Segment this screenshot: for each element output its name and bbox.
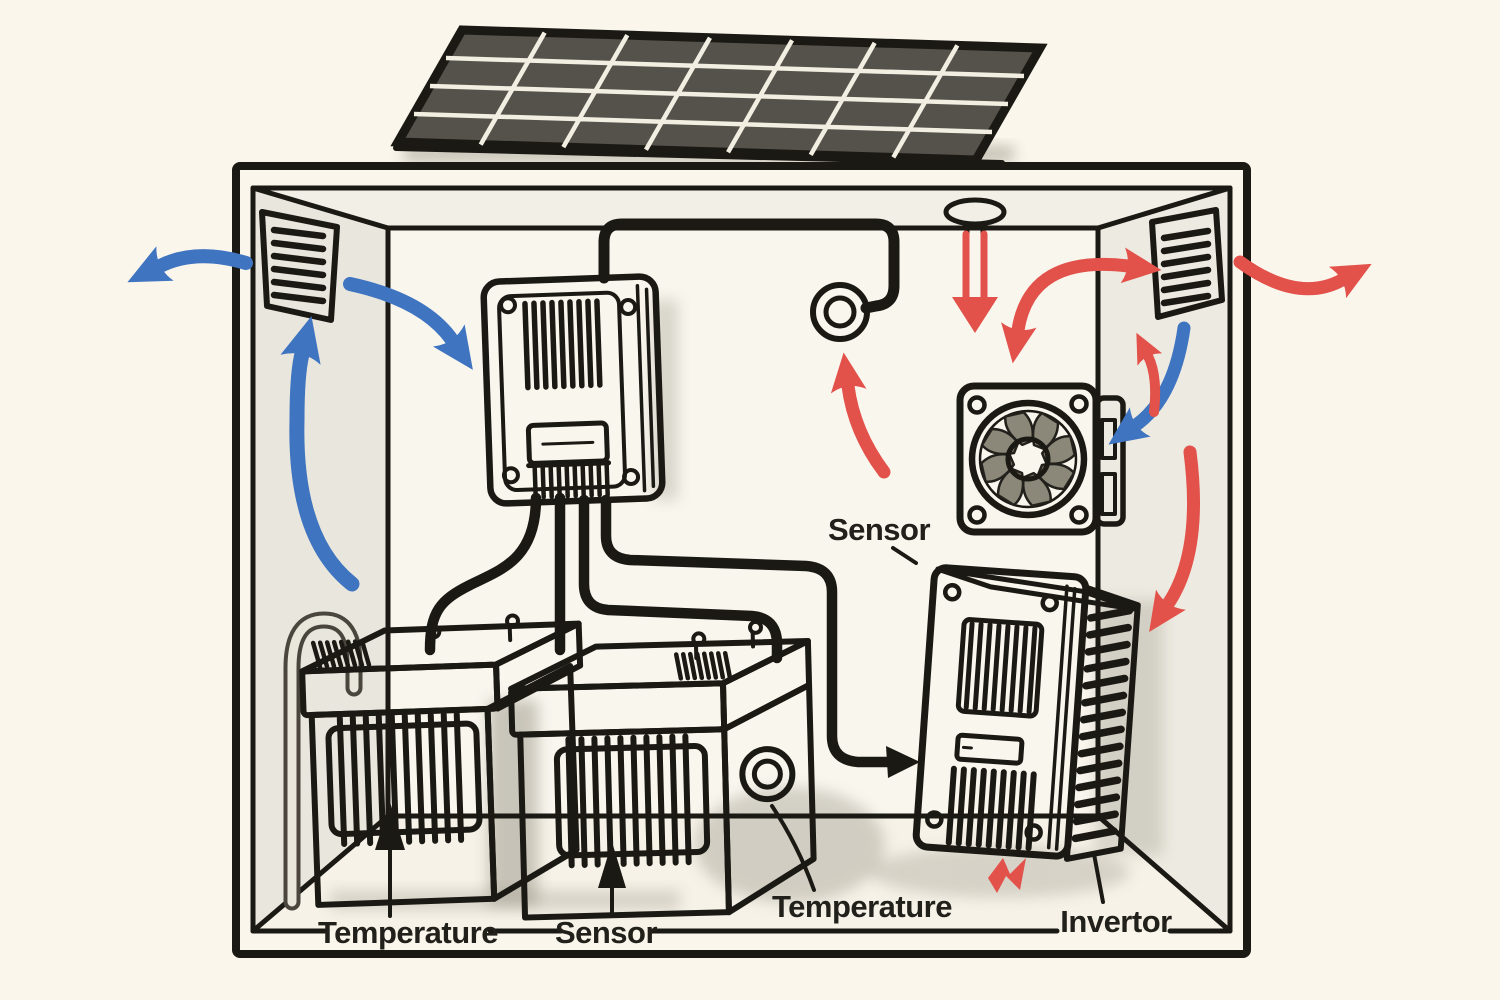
label-invertor-pointer — [1092, 852, 1105, 904]
left-vent-slats — [270, 226, 327, 305]
cable-to-invertor — [600, 494, 898, 768]
left-wall-vent — [259, 209, 340, 323]
hot-arrow-fan-circulation — [1001, 247, 1162, 364]
ceiling-face — [253, 188, 1230, 228]
label-temperature-right: Temperature — [772, 889, 952, 924]
battery-right — [508, 619, 817, 921]
controller-display-line — [541, 440, 595, 446]
enclosure-outer-border — [232, 162, 1251, 958]
cool-arrow-intake-swoosh — [343, 277, 473, 370]
invertor-body — [912, 564, 1090, 860]
cable-to-right-battery — [578, 494, 783, 664]
cool-air-arrows — [127, 246, 1191, 592]
cable-to-left-battery — [424, 492, 542, 656]
fan-inner-ring — [978, 409, 1078, 509]
battery-left — [299, 613, 584, 908]
label-temperature-right-pointer — [770, 804, 816, 892]
label-sensor-bottom: Sensor — [555, 915, 658, 950]
hot-arrow-spark-under-invertor — [988, 858, 1026, 893]
battery-right-lid-ribs — [673, 650, 733, 681]
hot-air-arrows — [830, 230, 1372, 893]
invertor-lower-vent-slats — [945, 765, 1037, 852]
exhaust-fan — [956, 382, 1126, 536]
invertor-edge-band — [1046, 584, 1077, 851]
invertor-heatsink-slats — [1071, 606, 1134, 843]
ceiling-sensor-inner — [823, 295, 857, 329]
cool-arrow-exit-left — [127, 246, 253, 283]
controller-vent-slats — [522, 298, 603, 391]
invertor-upper-vent-slats — [963, 621, 1038, 715]
label-sensor-top-pointer — [891, 546, 918, 565]
label-sensor-bottom-arrowhead — [598, 842, 626, 888]
charge-controller — [480, 273, 666, 507]
battery-right-grille-bars — [565, 733, 692, 869]
battery-left-lid-ribs — [310, 638, 372, 669]
solar-panel — [396, 30, 1040, 163]
cool-arrow-right-wall-down — [1108, 321, 1191, 445]
round-temperature-sensor — [739, 746, 796, 803]
controller-screws — [499, 296, 641, 487]
label-invertor: Invertor — [1060, 904, 1172, 939]
hot-arrow-ceiling-down-head — [952, 297, 998, 333]
hot-arrow-rise-left-of-fan — [830, 352, 891, 479]
perspective-corner-lines — [250, 185, 1233, 934]
hot-arrow-hook-down-right — [1149, 445, 1200, 633]
inner-border — [250, 185, 1233, 934]
labels-layer: Sensor Temperature Sensor Temperature In… — [250, 512, 1231, 950]
controller-side-edge — [635, 283, 656, 493]
solar-panel-gridlines — [398, 30, 1040, 160]
ceiling-sensor-cable — [598, 218, 900, 314]
hot-arrow-rise-right-of-fan — [1136, 332, 1163, 417]
right-vent-slats — [1160, 227, 1212, 307]
invertor-unit — [912, 564, 1141, 862]
cool-arrow-left-wall-up — [280, 316, 360, 592]
fan-ring — [968, 399, 1088, 519]
label-sensor-top: Sensor — [828, 512, 931, 547]
label-temperature-left: Temperature — [318, 915, 498, 950]
fan-bracket-slot-2 — [1100, 472, 1117, 516]
fan-side-bracket — [1094, 395, 1126, 527]
battery-right-front — [517, 726, 732, 921]
cable-arrowhead — [886, 746, 920, 778]
battery-left-grille-bars — [336, 710, 465, 847]
ceiling-outlet-ellipse — [943, 197, 1007, 227]
controller-terminal-comb — [532, 462, 610, 500]
hot-arrow-exit-right — [1233, 255, 1372, 299]
left-vent-frame — [259, 209, 340, 323]
battery-left-front — [308, 705, 498, 908]
label-temperature-left-arrowhead — [375, 802, 405, 850]
controller-body — [480, 273, 666, 507]
invertor-top-face — [935, 566, 1137, 612]
ceiling-sensor — [810, 282, 870, 342]
invertor-upper-vent-frame — [955, 617, 1045, 719]
fan-hub — [1005, 436, 1051, 482]
battery-right-terminals — [691, 619, 764, 660]
ceiling-sensor-outer — [810, 282, 870, 342]
hot-arrow-ceiling-down-lines — [962, 230, 988, 304]
invertor-display — [954, 732, 1025, 766]
invertor-display-tick — [961, 745, 973, 750]
battery-left-terminals — [426, 613, 521, 653]
fan-screws — [967, 394, 1089, 525]
